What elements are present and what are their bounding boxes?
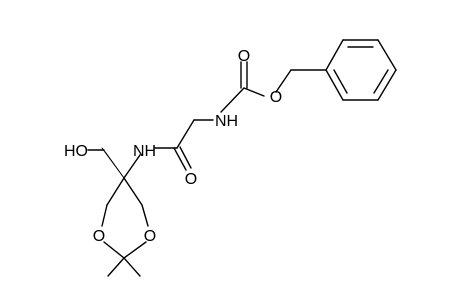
bond bbox=[123, 177, 143, 206]
atom-labels: O O NH NH O HO O O bbox=[64, 48, 282, 245]
atom-label-o: O bbox=[185, 171, 197, 188]
bond bbox=[107, 257, 125, 277]
bond bbox=[173, 147, 187, 171]
atom-label-o: O bbox=[270, 89, 282, 106]
bond bbox=[373, 69, 389, 94]
bond bbox=[179, 146, 192, 169]
bond bbox=[123, 241, 147, 259]
bond bbox=[176, 119, 195, 149]
bond bbox=[325, 69, 344, 101]
bond bbox=[106, 177, 125, 206]
atom-label-o: O bbox=[238, 48, 250, 65]
bond bbox=[243, 87, 265, 97]
bond bbox=[325, 39, 344, 71]
atom-label-o: O bbox=[144, 228, 156, 245]
bond bbox=[220, 87, 245, 113]
wedge-bond bbox=[101, 147, 125, 179]
atom-label-o: O bbox=[93, 228, 105, 245]
bond bbox=[275, 69, 292, 93]
bond bbox=[101, 204, 108, 227]
atom-label-nh: NH bbox=[133, 143, 156, 160]
bond bbox=[123, 257, 141, 277]
bond bbox=[103, 241, 125, 259]
bond bbox=[377, 39, 397, 71]
bond bbox=[333, 69, 348, 94]
atom-label-ho: HO bbox=[64, 143, 88, 160]
bonds bbox=[87, 39, 397, 277]
atom-label-nh: NH bbox=[215, 113, 238, 130]
bond bbox=[123, 154, 141, 179]
bond bbox=[377, 69, 397, 101]
bond bbox=[141, 204, 149, 227]
